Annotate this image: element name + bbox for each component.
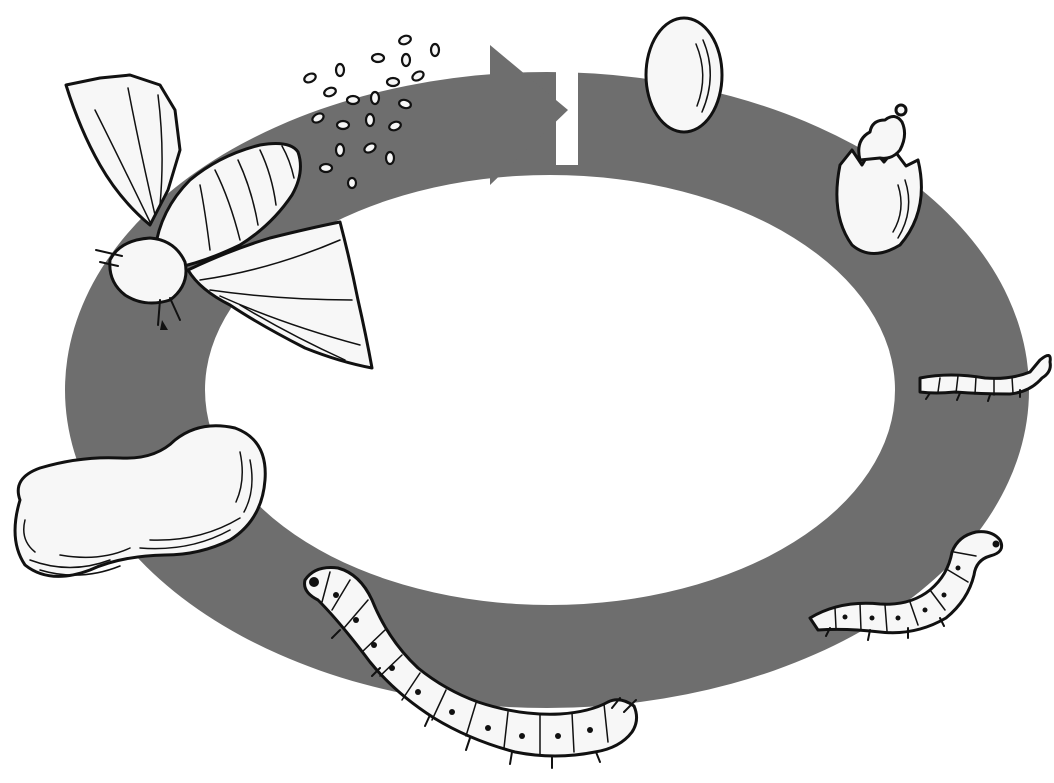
egg-icon (646, 18, 722, 132)
hatching-egg-icon (837, 105, 922, 254)
